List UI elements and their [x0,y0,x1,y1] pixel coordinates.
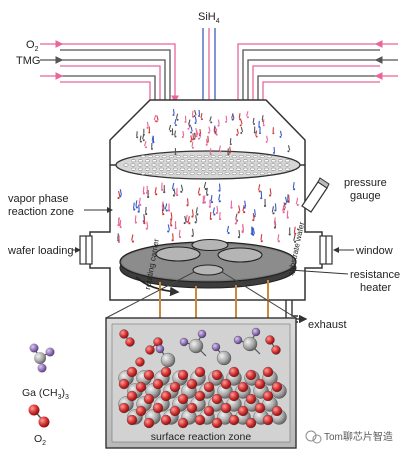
window-flange [319,235,333,265]
tmg-label: TMG [16,55,40,67]
rotating-carrier [119,238,297,297]
wafer-loading-label: wafer loading [7,245,73,257]
legend-o2-molecule [28,404,50,428]
gas-lines-left [40,40,179,104]
reactor-chamber [89,165,323,301]
shower-head [115,150,301,180]
silane-label: SiH4 [198,11,220,25]
resistance-label-2: heater [360,282,392,294]
pressure-label-2: gauge [350,190,381,202]
legend-o2-label: O2 [34,433,46,447]
substrate-wafer [155,246,201,262]
pressure-gauge [301,177,330,213]
surface-reaction-inset: surface reaction zone [105,317,297,449]
window-label: window [355,245,393,257]
legend-tmg-molecule [29,343,55,373]
exhaust-label: exhaust [308,319,347,331]
vapor-droplets [117,108,299,243]
surface-zone-label: surface reaction zone [151,431,252,443]
legend-ga-label: Ga (CH3)3 [22,387,69,401]
gas-lines-right [237,40,398,102]
silane-lines [202,28,216,102]
vapor-zone-label-1: vapor phase [8,193,69,205]
watermark: Tom聊芯片智造 [305,430,393,444]
zoom-lines [105,271,297,319]
resistance-pointer [289,267,349,275]
svg-text:Tom聊芯片智造: Tom聊芯片智造 [324,430,393,443]
resistance-heater [159,280,269,318]
oxygen-label: O2 [26,39,39,53]
vapor-zone-label-2: reaction zone [8,206,74,218]
resistance-label-1: resistance [350,269,400,281]
pressure-label-1: pressure [344,177,387,189]
wafer-loading-flange [79,235,93,265]
